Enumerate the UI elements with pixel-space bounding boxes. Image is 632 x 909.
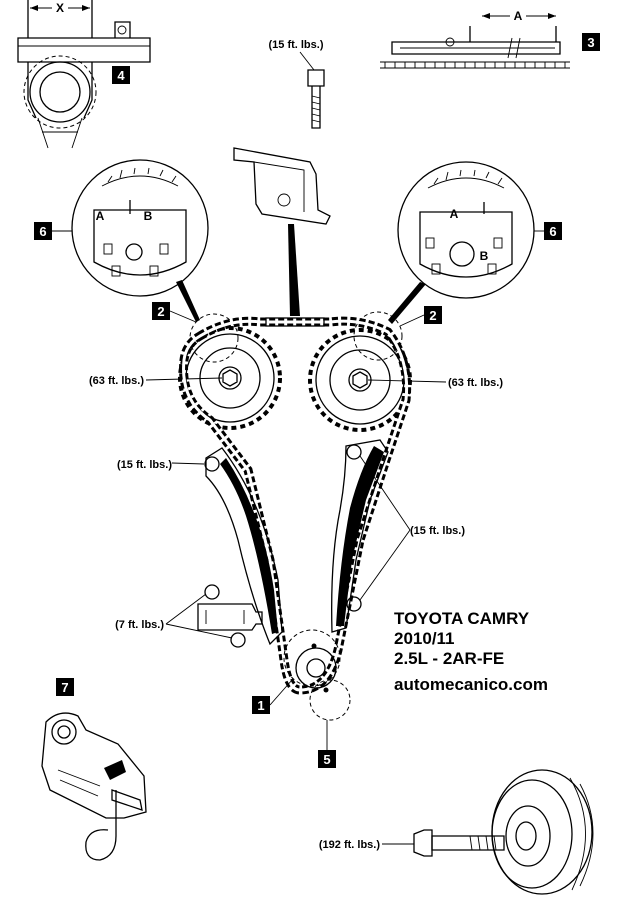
info-website: automecanico.com xyxy=(394,675,548,694)
callout-6-right-label: 6 xyxy=(549,224,556,239)
top-chain-guide xyxy=(265,317,325,327)
inset-vvt-right xyxy=(397,161,535,299)
chain-guide-bracket xyxy=(233,147,331,225)
dimension-x-label: X xyxy=(56,1,64,15)
top-bolt xyxy=(307,69,325,129)
callout-4-label: 4 xyxy=(117,68,125,83)
callout-6-left: 6 xyxy=(34,222,52,240)
inset-vvt-left xyxy=(71,159,209,297)
mark-circle-left xyxy=(189,313,239,363)
callout-3-label: 3 xyxy=(587,35,594,50)
callout-2-left-label: 2 xyxy=(157,304,164,319)
left-mark-a: A xyxy=(96,209,105,223)
crank-mark-circle xyxy=(283,629,341,687)
mark-circle-right xyxy=(353,311,403,361)
info-years: 2010/11 xyxy=(394,629,455,648)
chain-guide-right xyxy=(331,439,389,633)
right-mark-b: B xyxy=(480,249,489,263)
callout-6-right: 6 xyxy=(544,222,562,240)
callout-3: 3 xyxy=(582,33,600,51)
callout-7: 7 xyxy=(56,678,74,696)
callout-5-label: 5 xyxy=(323,752,330,767)
inset-caliper-sprocket xyxy=(17,0,151,149)
callout-4: 4 xyxy=(112,66,130,84)
torque-left-sprocket: (63 ft. lbs.) xyxy=(89,375,144,387)
callout-1: 1 xyxy=(252,696,270,714)
left-mark-b: B xyxy=(144,209,153,223)
torque-left-guide: (15 ft. lbs.) xyxy=(117,459,172,471)
info-engine: 2.5L - 2AR-FE xyxy=(394,649,504,668)
callout-2-right: 2 xyxy=(424,306,442,324)
torque-tensioner: (7 ft. lbs.) xyxy=(115,619,164,631)
crank-pulley xyxy=(491,769,594,895)
chain-tensioner xyxy=(197,584,263,648)
callout-7-label: 7 xyxy=(61,680,68,695)
torque-crank-bolt: (192 ft. lbs.) xyxy=(319,839,380,851)
dimension-a: A xyxy=(482,8,556,23)
inset-tensioner-lock xyxy=(41,712,147,861)
callout-1-label: 1 xyxy=(257,698,264,713)
inset-chain-measure xyxy=(380,26,570,69)
right-mark-a: A xyxy=(450,207,459,221)
dimension-x: X xyxy=(30,0,90,15)
dimension-a-label: A xyxy=(514,9,523,23)
callout-2-right-label: 2 xyxy=(429,308,436,323)
callout-5: 5 xyxy=(318,750,336,768)
info-model: TOYOTA CAMRY xyxy=(394,609,530,628)
torque-right-sprocket: (63 ft. lbs.) xyxy=(448,377,503,389)
crankshaft-sprocket xyxy=(295,643,337,693)
callout-2-left: 2 xyxy=(152,302,170,320)
crank-bolt xyxy=(413,829,505,857)
callout-6-left-label: 6 xyxy=(39,224,46,239)
crank-mark-circle-2 xyxy=(309,679,351,721)
bracket-pointer xyxy=(288,224,300,316)
torque-top-bolt: (15 ft. lbs.) xyxy=(268,39,323,51)
torque-right-guide: (15 ft. lbs.) xyxy=(410,525,465,537)
